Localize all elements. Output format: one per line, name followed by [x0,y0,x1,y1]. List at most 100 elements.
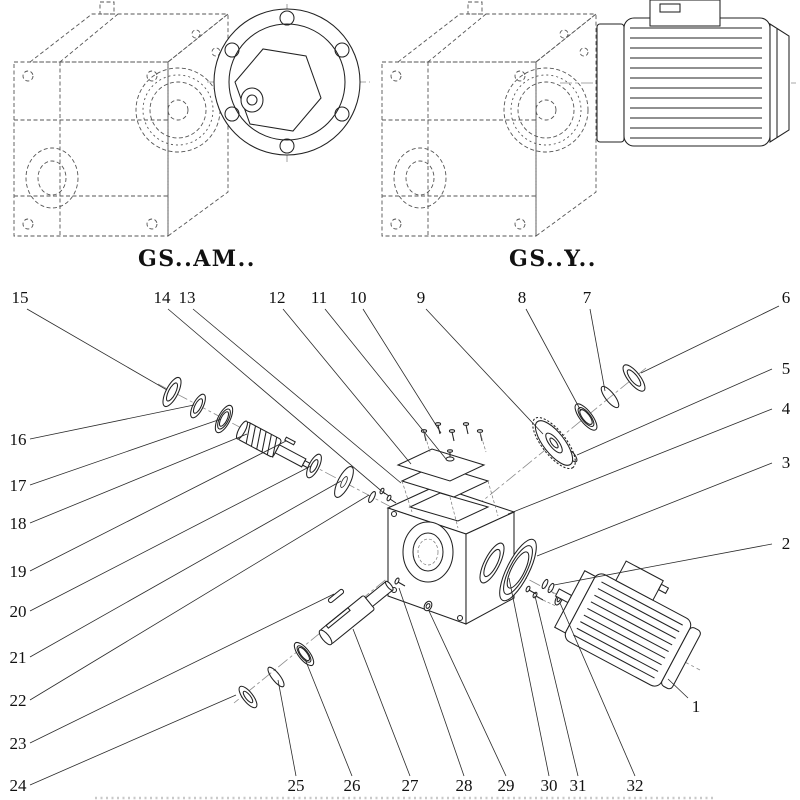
leader-line-14 [167,308,386,495]
part-number-19: 19 [10,562,27,581]
leader-line-25 [277,679,297,777]
part-number-26: 26 [344,776,361,795]
worm-shaft [235,420,313,470]
leader-line-22 [29,494,370,701]
pin [284,436,296,446]
leader-line-3 [536,462,773,557]
leader-line-30 [508,577,550,777]
leader-line-13 [192,308,402,484]
cover-screws [420,422,484,442]
circlip [600,385,620,409]
leader-line-4 [507,408,773,515]
screw [394,577,406,587]
part-number-22: 22 [10,691,27,710]
leader-line-12 [282,308,412,465]
output-flange [213,8,361,156]
assembly-drawing-gs-y [381,0,790,237]
part-number-3: 3 [782,453,791,472]
leader-line-31 [534,595,579,777]
part-number-21: 21 [10,648,27,667]
ring [190,393,206,419]
oil-seal [162,376,182,408]
adapter-flange-ring [499,538,537,602]
projection-lines [401,431,557,607]
leader-line-17 [29,418,222,486]
part-number-5: 5 [782,359,791,378]
leader-line-1 [667,678,689,699]
leader-line-29 [428,610,507,777]
part-number-2: 2 [782,534,791,553]
leader-line-23 [29,593,335,744]
bearing [574,403,598,431]
part-number-1: 1 [692,697,701,716]
part-number-18: 18 [10,514,27,533]
variant-label-gs-y: GS..Y.. [509,246,597,272]
part-number-17: 17 [10,476,28,495]
part-number-16: 16 [10,430,27,449]
cover-plate [396,448,486,482]
part-number-15: 15 [12,288,29,307]
leader-line-32 [559,602,636,777]
leader-line-27 [352,628,411,777]
part-number-23: 23 [10,734,27,753]
leader-line-11 [324,308,447,460]
bearing [293,641,315,667]
part-number-32: 32 [627,776,644,795]
bearing [214,404,234,434]
leader-line-15 [26,308,168,391]
assembly-drawing-gs-am [13,1,361,237]
leader-line-26 [304,658,353,777]
motor-fan-cover [661,627,701,690]
part-number-4: 4 [782,399,791,418]
motor [553,560,701,690]
plug [423,600,433,612]
output-shaft [318,580,394,646]
part-number-6: 6 [782,288,791,307]
part-number-10: 10 [350,288,367,307]
part-number-25: 25 [288,776,305,795]
leader-lines [26,305,780,786]
helical-gear [532,416,576,470]
leader-line-28 [398,587,465,777]
leader-line-24 [29,694,237,786]
shim-disc [334,466,354,498]
motor-flange-screws [525,585,544,601]
part-number-9: 9 [417,288,426,307]
gearbox-housing-phantom [381,1,597,237]
gearbox-housing-phantom [13,1,229,237]
circlip [267,666,285,688]
part-number-27: 27 [402,776,420,795]
oil-seal [622,364,646,392]
leader-line-18 [29,433,248,524]
leader-line-10 [362,308,442,434]
motor-drawing [596,0,790,147]
o-ring [368,491,376,503]
part-numbers: 15 14 13 12 11 10 9 8 7 6 5 4 3 2 1 16 1… [10,288,791,795]
washers [541,578,555,594]
leader-line-9 [425,308,544,435]
part-number-29: 29 [498,776,515,795]
leader-line-20 [29,465,312,612]
leader-line-16 [29,404,195,440]
housing-screws [379,487,397,504]
part-number-24: 24 [10,776,28,795]
leader-line-21 [29,480,342,658]
gear-shaft-assembly [532,364,646,470]
motor-fins [573,581,683,679]
part-number-31: 31 [570,776,587,795]
leader-line-2 [553,543,773,586]
bearing [306,453,322,479]
motor-fins [630,27,762,139]
part-number-28: 28 [456,776,473,795]
part-number-20: 20 [10,602,27,621]
washer-seal [238,685,258,709]
top-cover-assembly [396,422,490,498]
part-number-8: 8 [518,288,527,307]
variant-label-gs-am: GS..AM.. [138,246,256,272]
part-number-13: 13 [179,288,196,307]
part-number-12: 12 [269,288,286,307]
part-number-11: 11 [311,288,327,307]
gearcase-housing [386,485,516,625]
